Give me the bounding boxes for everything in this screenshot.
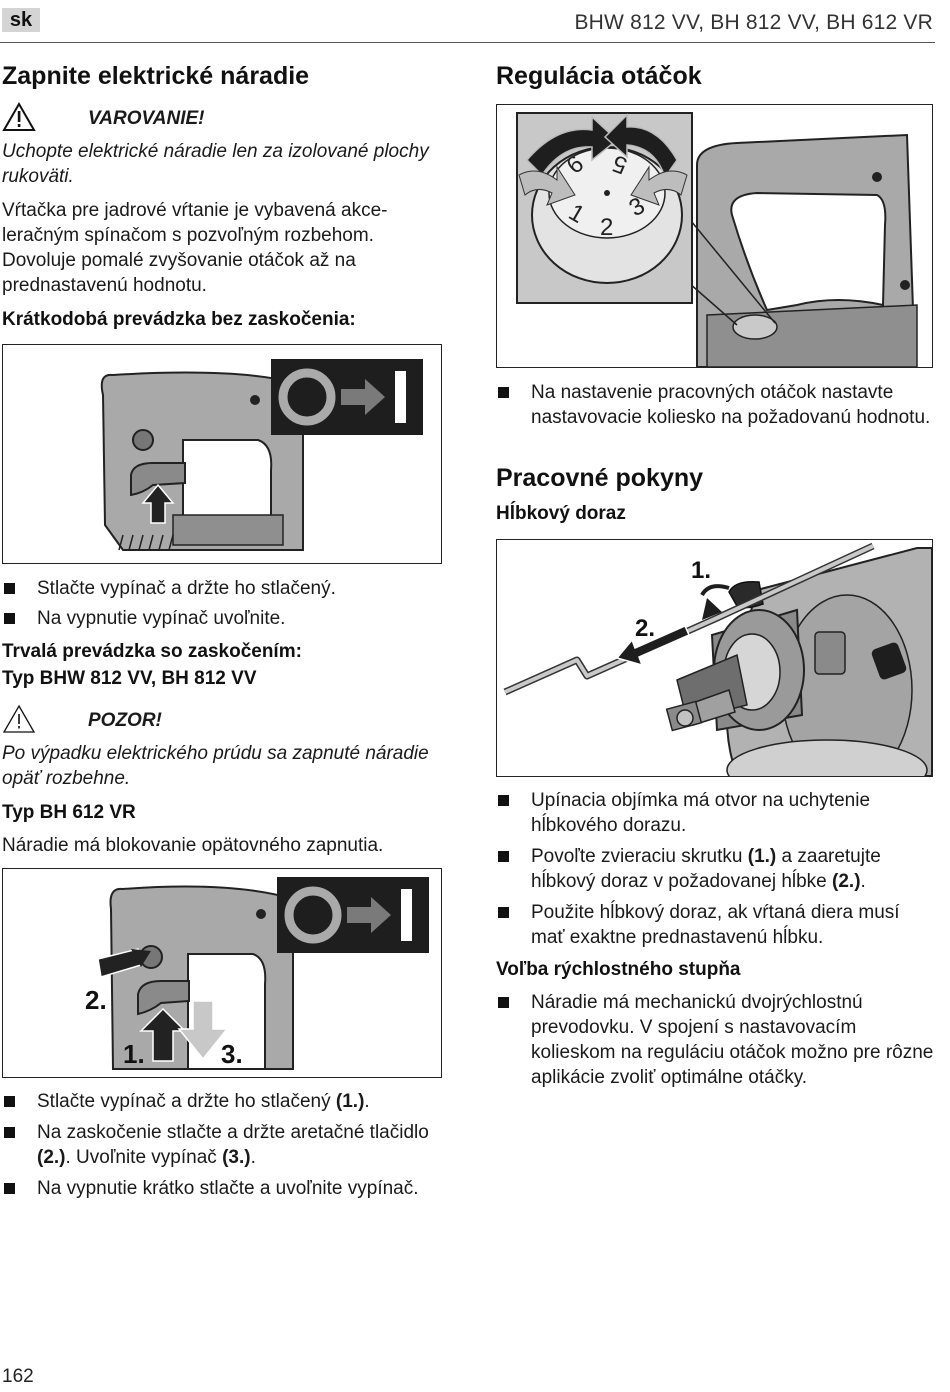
- lock-bullet-2: Na zaskočenie stlačte a držte aretačné t…: [2, 1120, 437, 1170]
- depth-bullet-3: Použite hĺbkový doraz, ak vŕtaná diera m…: [496, 900, 936, 950]
- caution-block: POZOR!: [2, 704, 302, 738]
- page-header: sk BHW 812 VV, BH 812 VV, BH 612 VR: [0, 0, 935, 43]
- page-number: 162: [2, 1366, 34, 1387]
- continuous-heading-2: Typ BHW 812 VV, BH 812 VV: [2, 668, 257, 689]
- warning-label: VAROVANIE!: [88, 108, 205, 129]
- switch-on-title: Zapnite elektrické náradie: [2, 62, 310, 90]
- bullet-square-icon: [4, 1127, 15, 1138]
- lock-bullet-3: Na vypnutie krátko stlačte a uvoľnite vy…: [2, 1176, 477, 1201]
- callout-1: 1.: [123, 1039, 145, 1069]
- gear-selection-heading: Voľba rýchlostného stupňa: [496, 959, 741, 980]
- depth-bullet-2: Povoľte zvieraciu skrutku (1.) a zaaretu…: [496, 844, 936, 894]
- short-operation-heading: Krátkodobá prevádzka bez zaskočenia:: [2, 309, 356, 330]
- bullet-square-icon: [498, 907, 509, 918]
- lock-bullet-1: Stlačte vypínač a držte ho stlačený (1.)…: [2, 1089, 477, 1114]
- warning-triangle-icon: [2, 102, 36, 131]
- speed-bullet: Na nastavenie pracovných otáčok nastavte…: [496, 380, 936, 430]
- figure-depth-stop: 1. 2.: [496, 539, 933, 777]
- figure-speed-dial: 6 5 1 2 3: [496, 104, 933, 368]
- caution-text: Po výpadku elektrického prúdu sa zapnuté…: [2, 743, 429, 789]
- language-tag: sk: [2, 8, 40, 32]
- dial-number-2: 2: [600, 214, 613, 241]
- gear-bullet: Náradie má mechanickú dvojrýchlostnú pre…: [496, 990, 936, 1090]
- bullet-square-icon: [498, 387, 509, 398]
- drill-lock-illustration: 2. 1. 3.: [85, 877, 429, 1070]
- speed-dial-illustration: 6 5 1 2 3: [516, 112, 918, 367]
- bullet-square-icon: [4, 613, 15, 624]
- type-text: Náradie má blokovanie opätovného zapnuti…: [2, 835, 384, 856]
- bullet-square-icon: [498, 851, 509, 862]
- model-line: BHW 812 VV, BH 812 VV, BH 612 VR: [574, 11, 933, 34]
- depth-stop-illustration: 1. 2.: [503, 542, 932, 776]
- depth-bullet-1: Upínacia objímka má otvor na uchytenie h…: [496, 788, 936, 838]
- warning-text: Uchopte elektrické náradie len za izolov…: [2, 141, 429, 187]
- speed-control-title: Regulácia otáčok: [496, 62, 702, 90]
- bullet-square-icon: [498, 997, 509, 1008]
- callout-3: 3.: [221, 1039, 243, 1069]
- work-instructions-title: Pracovné pokyny: [496, 464, 704, 492]
- bullet-square-icon: [4, 1183, 15, 1194]
- continuous-heading-1: Trvalá prevádzka so zaskočením:: [2, 641, 302, 662]
- depth-stop-heading: Hĺbkový doraz: [496, 503, 626, 524]
- depth-callout-1: 1.: [691, 557, 711, 584]
- drill-handle-illustration: [100, 359, 423, 551]
- short-bullet-1: Stlačte vypínač a držte ho stlačený.: [2, 576, 457, 601]
- intro-text: Vŕtačka pre jadrové vŕtanie je vybavená …: [2, 200, 388, 296]
- caution-triangle-icon: [2, 704, 36, 733]
- figure-lock-operation: 2. 1. 3.: [2, 868, 442, 1078]
- caution-label: POZOR!: [88, 710, 162, 731]
- figure-short-operation: [2, 344, 442, 564]
- callout-2: 2.: [85, 985, 107, 1015]
- bullet-square-icon: [4, 583, 15, 594]
- bullet-square-icon: [498, 795, 509, 806]
- short-bullet-2: Na vypnutie vypínač uvoľnite.: [2, 606, 457, 631]
- bullet-square-icon: [4, 1096, 15, 1107]
- depth-callout-2: 2.: [635, 615, 655, 642]
- type-heading: Typ BH 612 VR: [2, 802, 136, 823]
- warning-block: VAROVANIE!: [2, 102, 302, 136]
